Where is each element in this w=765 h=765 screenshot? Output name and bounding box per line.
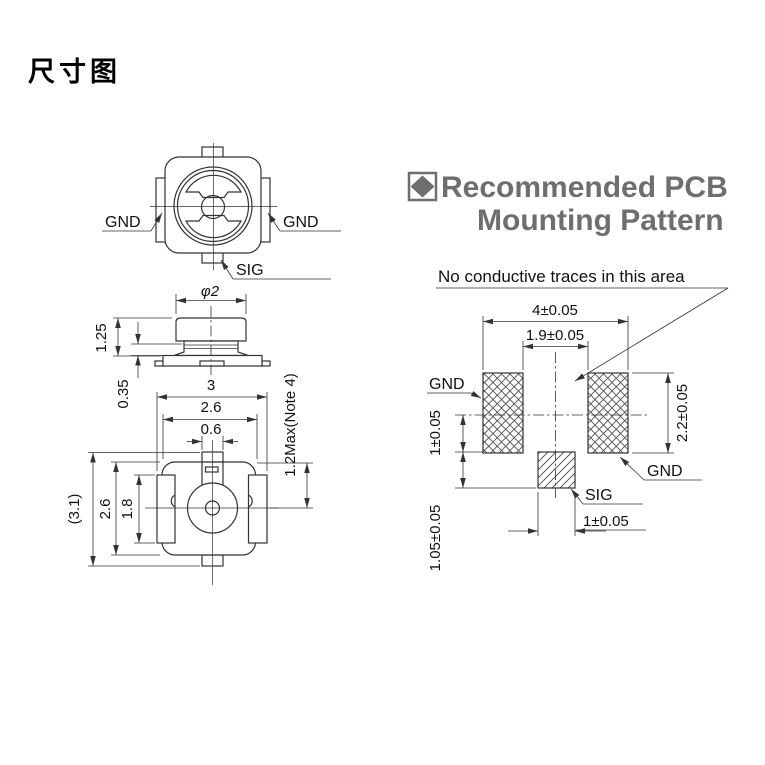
top-view-outer-ring bbox=[173, 166, 253, 246]
pcb-sig-label: SIG bbox=[585, 487, 613, 504]
dim-h18-extension-lines bbox=[134, 474, 155, 544]
pcb-gnd-left-leader-arrow bbox=[470, 391, 482, 399]
dim-side-height: 1.25 bbox=[93, 323, 110, 352]
pcb-gnd-right-leader-arrow bbox=[619, 456, 645, 481]
bottom-view-right-pad-notch bbox=[248, 494, 253, 508]
bottom-view-left-pad bbox=[156, 474, 176, 544]
pcb-note-text: No conductive traces in this area bbox=[438, 267, 685, 286]
side-view-right-foot bbox=[261, 360, 271, 367]
top-view-contact-lower bbox=[185, 214, 242, 239]
top-view-contact-upper bbox=[185, 174, 242, 199]
dim-pcb-center-to-pad: 1±0.05 bbox=[427, 410, 444, 456]
bottom-view-left-pad-notch bbox=[170, 494, 176, 508]
dim-bottom-height-body: 2.6 bbox=[97, 499, 114, 520]
gnd-left-leader-arrow bbox=[150, 212, 163, 232]
top-view-sig-label: SIG bbox=[236, 262, 264, 279]
dim-bottom-height-ref: (3.1) bbox=[66, 494, 83, 525]
connector-bottom-view: 3 2.6 0.6 (3.1) 2.6 1.8 1.2Max(Note bbox=[66, 373, 313, 585]
pcb-gnd-left-label: GND bbox=[429, 376, 465, 393]
dim-diameter-extension-lines bbox=[175, 294, 247, 314]
dim-height-extension-lines bbox=[113, 317, 172, 357]
pcb-gnd-pad-right bbox=[587, 372, 629, 454]
bottom-view-centerlines bbox=[145, 440, 278, 585]
top-view-gnd-right-label: GND bbox=[283, 214, 319, 231]
connector-top-view: GND GND SIG bbox=[102, 143, 341, 280]
bottom-view-contact-stem bbox=[201, 462, 224, 487]
gnd-right-leader-arrow bbox=[267, 212, 281, 232]
dim-bottom-width-tab: 0.6 bbox=[201, 421, 222, 438]
pcb-note-leader-arrow bbox=[574, 287, 729, 382]
dim-bottom-width-body: 2.6 bbox=[201, 399, 222, 416]
dim-bottom-height-max: 1.2Max(Note 4) bbox=[282, 373, 299, 476]
top-view-inner-ring bbox=[176, 169, 250, 243]
side-view-center-lead bbox=[199, 360, 225, 367]
dim-pcb-sig-height: 1.05±0.05 bbox=[427, 505, 444, 572]
pcb-sig-leader-arrow bbox=[570, 488, 584, 505]
top-view-center-pin bbox=[200, 194, 226, 220]
pcb-mounting-pattern-section: Recommended PCB Mounting Pattern No cond… bbox=[407, 171, 729, 572]
pcb-heading-line1: Recommended PCB bbox=[441, 171, 728, 204]
dim-pcb-sig-width: 1±0.05 bbox=[583, 513, 629, 530]
dim-side-standoff: 0.35 bbox=[115, 379, 132, 408]
pcb-sig-pad bbox=[537, 451, 576, 489]
pcb-heading-line2: Mounting Pattern bbox=[477, 204, 724, 237]
side-view-left-foot bbox=[154, 360, 164, 367]
dim-h31-extension-lines bbox=[88, 452, 200, 567]
dim-12max-extension-lines bbox=[257, 462, 313, 509]
dim-pcb-width-overall: 4±0.05 bbox=[532, 302, 578, 319]
dim-barrel-diameter: φ2 bbox=[201, 283, 220, 300]
dim-pcb-pad-height: 2.2±0.05 bbox=[674, 384, 691, 442]
pcb-gnd-pad-left bbox=[482, 372, 524, 454]
top-view-centerlines bbox=[150, 143, 277, 270]
page-title: 尺寸图 bbox=[28, 57, 121, 87]
bottom-view-right-pad bbox=[247, 474, 268, 544]
pcb-gnd-right-label: GND bbox=[647, 463, 683, 480]
dim-pcb4-extension-lines bbox=[482, 316, 629, 370]
top-view-gnd-left-label: GND bbox=[105, 214, 141, 231]
heading-diamond-box-icon bbox=[407, 171, 438, 202]
dim-bottom-width-overall: 3 bbox=[207, 377, 215, 394]
top-view-body bbox=[164, 156, 262, 254]
dim-standoff-extension-lines bbox=[131, 343, 182, 356]
bottom-view-stem-slot bbox=[204, 466, 219, 473]
sig-leader-arrow bbox=[220, 259, 234, 280]
dim-w3-extension-lines bbox=[156, 392, 268, 471]
dim-pcb-sig-width-extension-lines bbox=[537, 492, 576, 536]
dim-h26-extension-lines bbox=[111, 461, 160, 556]
dim-bottom-height-pad: 1.8 bbox=[119, 499, 136, 520]
dim-pcb-width-gap: 1.9±0.05 bbox=[526, 327, 584, 344]
connector-side-view: φ2 1.25 0.35 bbox=[93, 283, 271, 409]
heading-diamond-icon bbox=[410, 175, 435, 198]
